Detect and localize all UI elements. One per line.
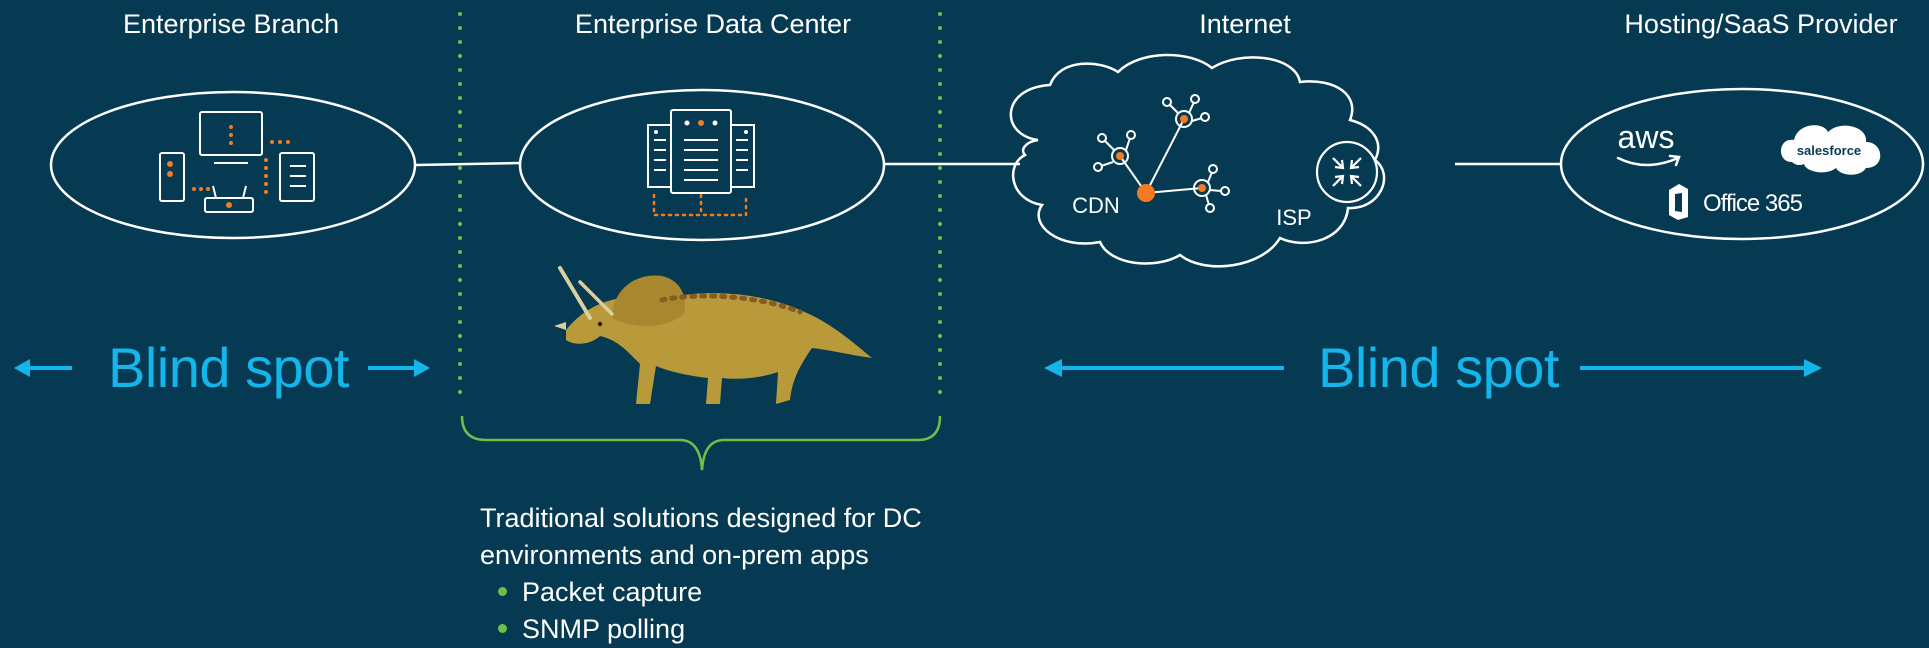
blind-spot-label-left: Blind spot [108,336,349,399]
router-icon [1315,140,1379,204]
dc-bracket [460,415,942,471]
arrow-right-blind-spot-1 [368,359,430,377]
server-rack-icon [647,109,755,194]
arrow-left-blind-spot-1 [14,359,72,377]
description-line-2: environments and on-prem apps [480,540,869,570]
aws-logo: aws [1616,119,1681,167]
heading-enterprise-branch: Enterprise Branch [122,9,340,39]
salesforce-logo: salesforce [1780,125,1881,175]
office365-logo: Office 365 [1669,184,1804,220]
server-led-dots [654,120,748,134]
branch-ellipse [49,90,417,240]
dc-description: Traditional solutions designed for DC en… [480,500,922,648]
datacenter-orange-dots [652,120,748,217]
blind-spot-label-right: Blind spot [1318,336,1559,399]
aws-logo-text: aws [1618,119,1675,155]
arrow-left-blind-spot-2 [1044,359,1284,377]
dinosaur-image [554,266,872,404]
bullet-packet-capture: Packet capture [496,574,922,611]
heading-enterprise-data-center: Enterprise Data Center [574,9,852,39]
cdn-label: CDN [1072,193,1120,218]
internet-cloud [1009,53,1386,268]
arrow-right-blind-spot-2 [1580,359,1822,377]
isp-label: ISP [1276,205,1311,230]
salesforce-logo-text: salesforce [1797,143,1861,158]
datacenter-ellipse [518,88,886,242]
heading-hosting-saas-provider: Hosting/SaaS Provider [1624,9,1898,39]
heading-internet: Internet [1199,9,1291,39]
office365-logo-text: Office 365 [1703,190,1803,217]
branch-devices-icon [159,111,315,213]
branch-dc-link [415,161,521,167]
bullet-snmp-polling: SNMP polling [496,611,922,648]
description-line-1: Traditional solutions designed for DC [480,503,922,533]
provider-ellipse [1559,87,1925,241]
cdn-network-icon [1093,94,1230,213]
branch-orange-dots [167,125,290,208]
description-bullets: Packet capture SNMP polling [480,574,922,648]
